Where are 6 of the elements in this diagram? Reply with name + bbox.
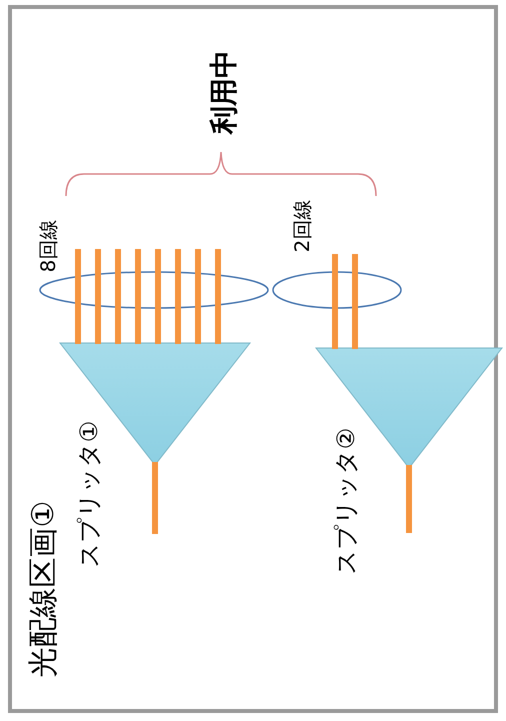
line-count-label: 8回線 bbox=[38, 220, 58, 272]
line-count-label: 2回線 bbox=[292, 200, 312, 252]
status-label: 利用中 bbox=[210, 50, 238, 134]
splitter-label: スプリッタ② bbox=[334, 428, 358, 574]
splitter-label: スプリッタ① bbox=[77, 420, 101, 568]
section-title: 光配線区画① bbox=[29, 500, 59, 678]
